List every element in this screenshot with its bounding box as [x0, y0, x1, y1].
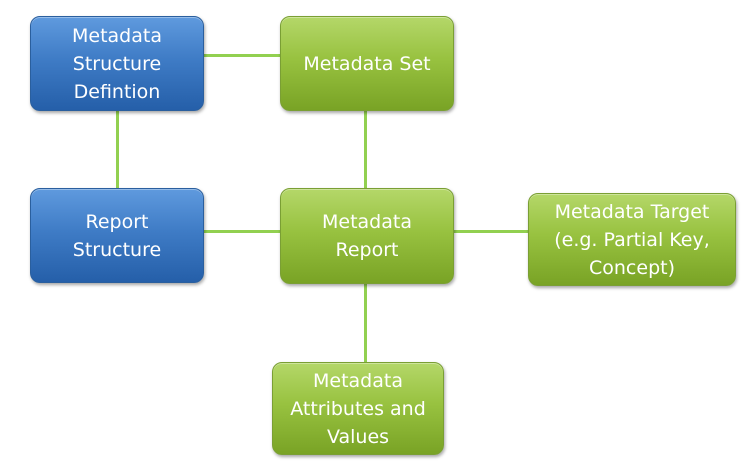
metadata-set-node: Metadata Set [280, 16, 454, 111]
connector-report-to-attributes [364, 284, 367, 362]
connector-report-to-target [454, 230, 528, 233]
metadata-structure-definition-node: Metadata Structure Defintion [30, 16, 204, 111]
connector-report-structure-to-report [203, 230, 280, 233]
report-structure-node: Report Structure [30, 188, 204, 283]
connector-msd-to-metadata-set [203, 54, 280, 57]
connector-msd-to-report-structure [116, 111, 119, 188]
metadata-target-node: Metadata Target (e.g. Partial Key, Conce… [528, 193, 736, 286]
metadata-attributes-and-values-node: Metadata Attributes and Values [272, 362, 444, 455]
connector-metadata-set-to-report [364, 111, 367, 188]
metadata-report-node: Metadata Report [280, 188, 454, 284]
